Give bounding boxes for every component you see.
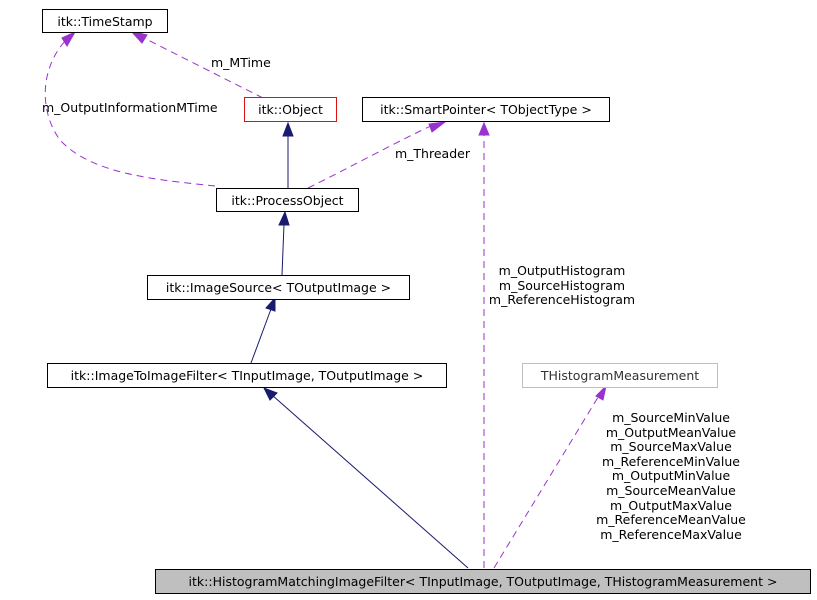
edge-main-imagetoimage: [271, 394, 469, 569]
edge-threader: [307, 123, 436, 189]
edge-imagesource-processobject: [281, 223, 285, 276]
histogram-label: m_OutputHistogram: [498, 263, 626, 278]
value-label: m_SourceMaxValue: [610, 439, 732, 455]
node-imagesource[interactable]: itk::ImageSource< TOutputImage >: [147, 275, 410, 300]
value-label: m_OutputMaxValue: [609, 497, 732, 513]
edge-label-threader: m_Threader: [395, 146, 470, 161]
edge-label-values: m_SourceMinValue m_OutputMeanValue m_Sou…: [571, 410, 771, 542]
arrowhead-outputinfo: [61, 30, 77, 47]
value-label: m_ReferenceMeanValue: [596, 512, 746, 528]
value-label: m_ReferenceMaxValue: [600, 526, 742, 542]
value-label: m_OutputMeanValue: [605, 424, 737, 440]
node-object[interactable]: itk::Object: [244, 97, 337, 122]
arrowhead-histograms: [478, 121, 490, 136]
arrowhead-mtime: [129, 30, 148, 44]
node-smartpointer[interactable]: itk::SmartPointer< TObjectType >: [362, 97, 610, 122]
node-histogrammeasurement[interactable]: THistogramMeasurement: [522, 363, 718, 388]
histogram-label: m_SourceHistogram: [498, 277, 626, 293]
edge-label-mtime: m_MTime: [211, 55, 271, 70]
edge-label-histograms: m_OutputHistogram m_SourceHistogram m_Re…: [462, 263, 662, 308]
value-label: m_ReferenceMinValue: [602, 453, 740, 469]
value-label: m_OutputMinValue: [611, 468, 731, 484]
edge-label-outputinfo: m_OutputInformationMTime: [42, 100, 218, 115]
edge-values: [493, 393, 601, 569]
edge-mtime: [139, 35, 264, 99]
arrowhead-imagetoimage: [262, 387, 278, 401]
arrowhead-threader: [428, 121, 447, 133]
arrowhead-processobject: [278, 210, 290, 226]
arrowhead-object: [282, 121, 294, 137]
node-timestamp[interactable]: itk::TimeStamp: [42, 9, 168, 33]
histogram-label: m_ReferenceHistogram: [488, 292, 636, 308]
edge-imagetoimage-imagesource: [250, 308, 272, 364]
node-imagetoimagefilter[interactable]: itk::ImageToImageFilter< TInputImage, TO…: [47, 363, 447, 388]
value-label: m_SourceMeanValue: [606, 482, 736, 498]
node-processobject[interactable]: itk::ProcessObject: [216, 188, 359, 212]
arrowhead-values: [595, 384, 607, 401]
arrowhead-imagesource: [265, 296, 276, 312]
value-label: m_SourceMinValue: [612, 410, 730, 425]
node-histogrammatchingimagefilter[interactable]: itk::HistogramMatchingImageFilter< TInpu…: [155, 569, 811, 594]
edge-outputinfo: [44, 35, 216, 187]
